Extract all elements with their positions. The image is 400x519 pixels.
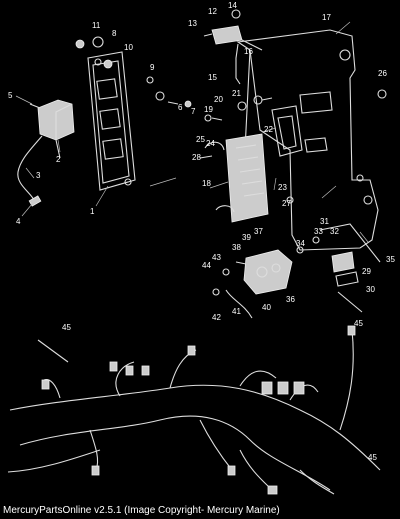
- part-label-26: 26: [378, 69, 387, 78]
- part-label-45-c: 45: [368, 453, 377, 462]
- part-label-33: 33: [314, 227, 323, 236]
- part-label-28: 28: [192, 153, 201, 162]
- part-label-43: 43: [212, 253, 221, 262]
- part-label-38: 38: [232, 243, 241, 252]
- part-label-24: 24: [206, 139, 215, 148]
- part-label-44: 44: [202, 261, 211, 270]
- part-label-19: 19: [204, 105, 213, 114]
- part-label-37: 37: [254, 227, 263, 236]
- part-label-10: 10: [124, 43, 133, 52]
- wiring-harness-drawing: [7, 325, 381, 495]
- part-label-25: 25: [196, 135, 205, 144]
- rectifier-drawing: [212, 249, 293, 319]
- part-label-7: 7: [191, 107, 196, 116]
- part-label-20: 20: [214, 95, 223, 104]
- part-label-32: 32: [330, 227, 339, 236]
- part-label-12: 12: [208, 7, 217, 16]
- part-label-29: 29: [362, 267, 371, 276]
- part-label-4: 4: [16, 217, 21, 226]
- part-label-17: 17: [322, 13, 331, 22]
- fastener-drawings: [75, 36, 387, 204]
- relay-drawing: [296, 223, 381, 287]
- part-label-1: 1: [90, 207, 95, 216]
- part-label-34: 34: [296, 239, 305, 248]
- part-label-40: 40: [262, 303, 271, 312]
- copyright-caption: MercuryPartsOnline v2.5.1 (Image Copyrig…: [3, 505, 280, 516]
- part-label-45-b: 45: [354, 319, 363, 328]
- part-label-2: 2: [56, 155, 61, 164]
- part-label-5: 5: [8, 91, 13, 100]
- part-label-8: 8: [112, 29, 117, 38]
- part-label-9: 9: [150, 63, 155, 72]
- part-label-6: 6: [178, 103, 183, 112]
- part-label-41: 41: [232, 307, 241, 316]
- part-label-13: 13: [188, 19, 197, 28]
- part-label-23: 23: [278, 183, 287, 192]
- part-label-42: 42: [212, 313, 221, 322]
- part-label-27: 27: [282, 199, 291, 208]
- part-label-3: 3: [36, 171, 41, 180]
- loose-cable-drawings: [37, 291, 363, 363]
- part-labels: 1 2 3 4 5 6 7 8 9 10 11 12 13 14 15 16 1…: [8, 1, 395, 462]
- ignition-coil-drawing: [17, 99, 75, 207]
- part-label-15: 15: [208, 73, 217, 82]
- leader-lines: [15, 21, 369, 243]
- exploded-parts-diagram: 1 2 3 4 5 6 7 8 9 10 11 12 13 14 15 16 1…: [7, 1, 395, 495]
- side-bracket-drawing: [271, 105, 303, 157]
- switch-box-drawing: [204, 133, 269, 223]
- part-label-21: 21: [232, 89, 241, 98]
- part-label-31: 31: [320, 217, 329, 226]
- part-label-11: 11: [92, 21, 101, 30]
- part-label-16: 16: [244, 47, 253, 56]
- part-label-45-a: 45: [62, 323, 71, 332]
- part-label-39: 39: [242, 233, 251, 242]
- part-label-35: 35: [386, 255, 395, 264]
- part-label-30: 30: [366, 285, 375, 294]
- part-label-22: 22: [264, 125, 273, 134]
- part-label-18: 18: [202, 179, 211, 188]
- terminal-block-drawing: [203, 9, 263, 85]
- bracket-frame-drawing: [87, 51, 136, 191]
- part-label-14: 14: [228, 1, 237, 10]
- part-label-36: 36: [286, 295, 295, 304]
